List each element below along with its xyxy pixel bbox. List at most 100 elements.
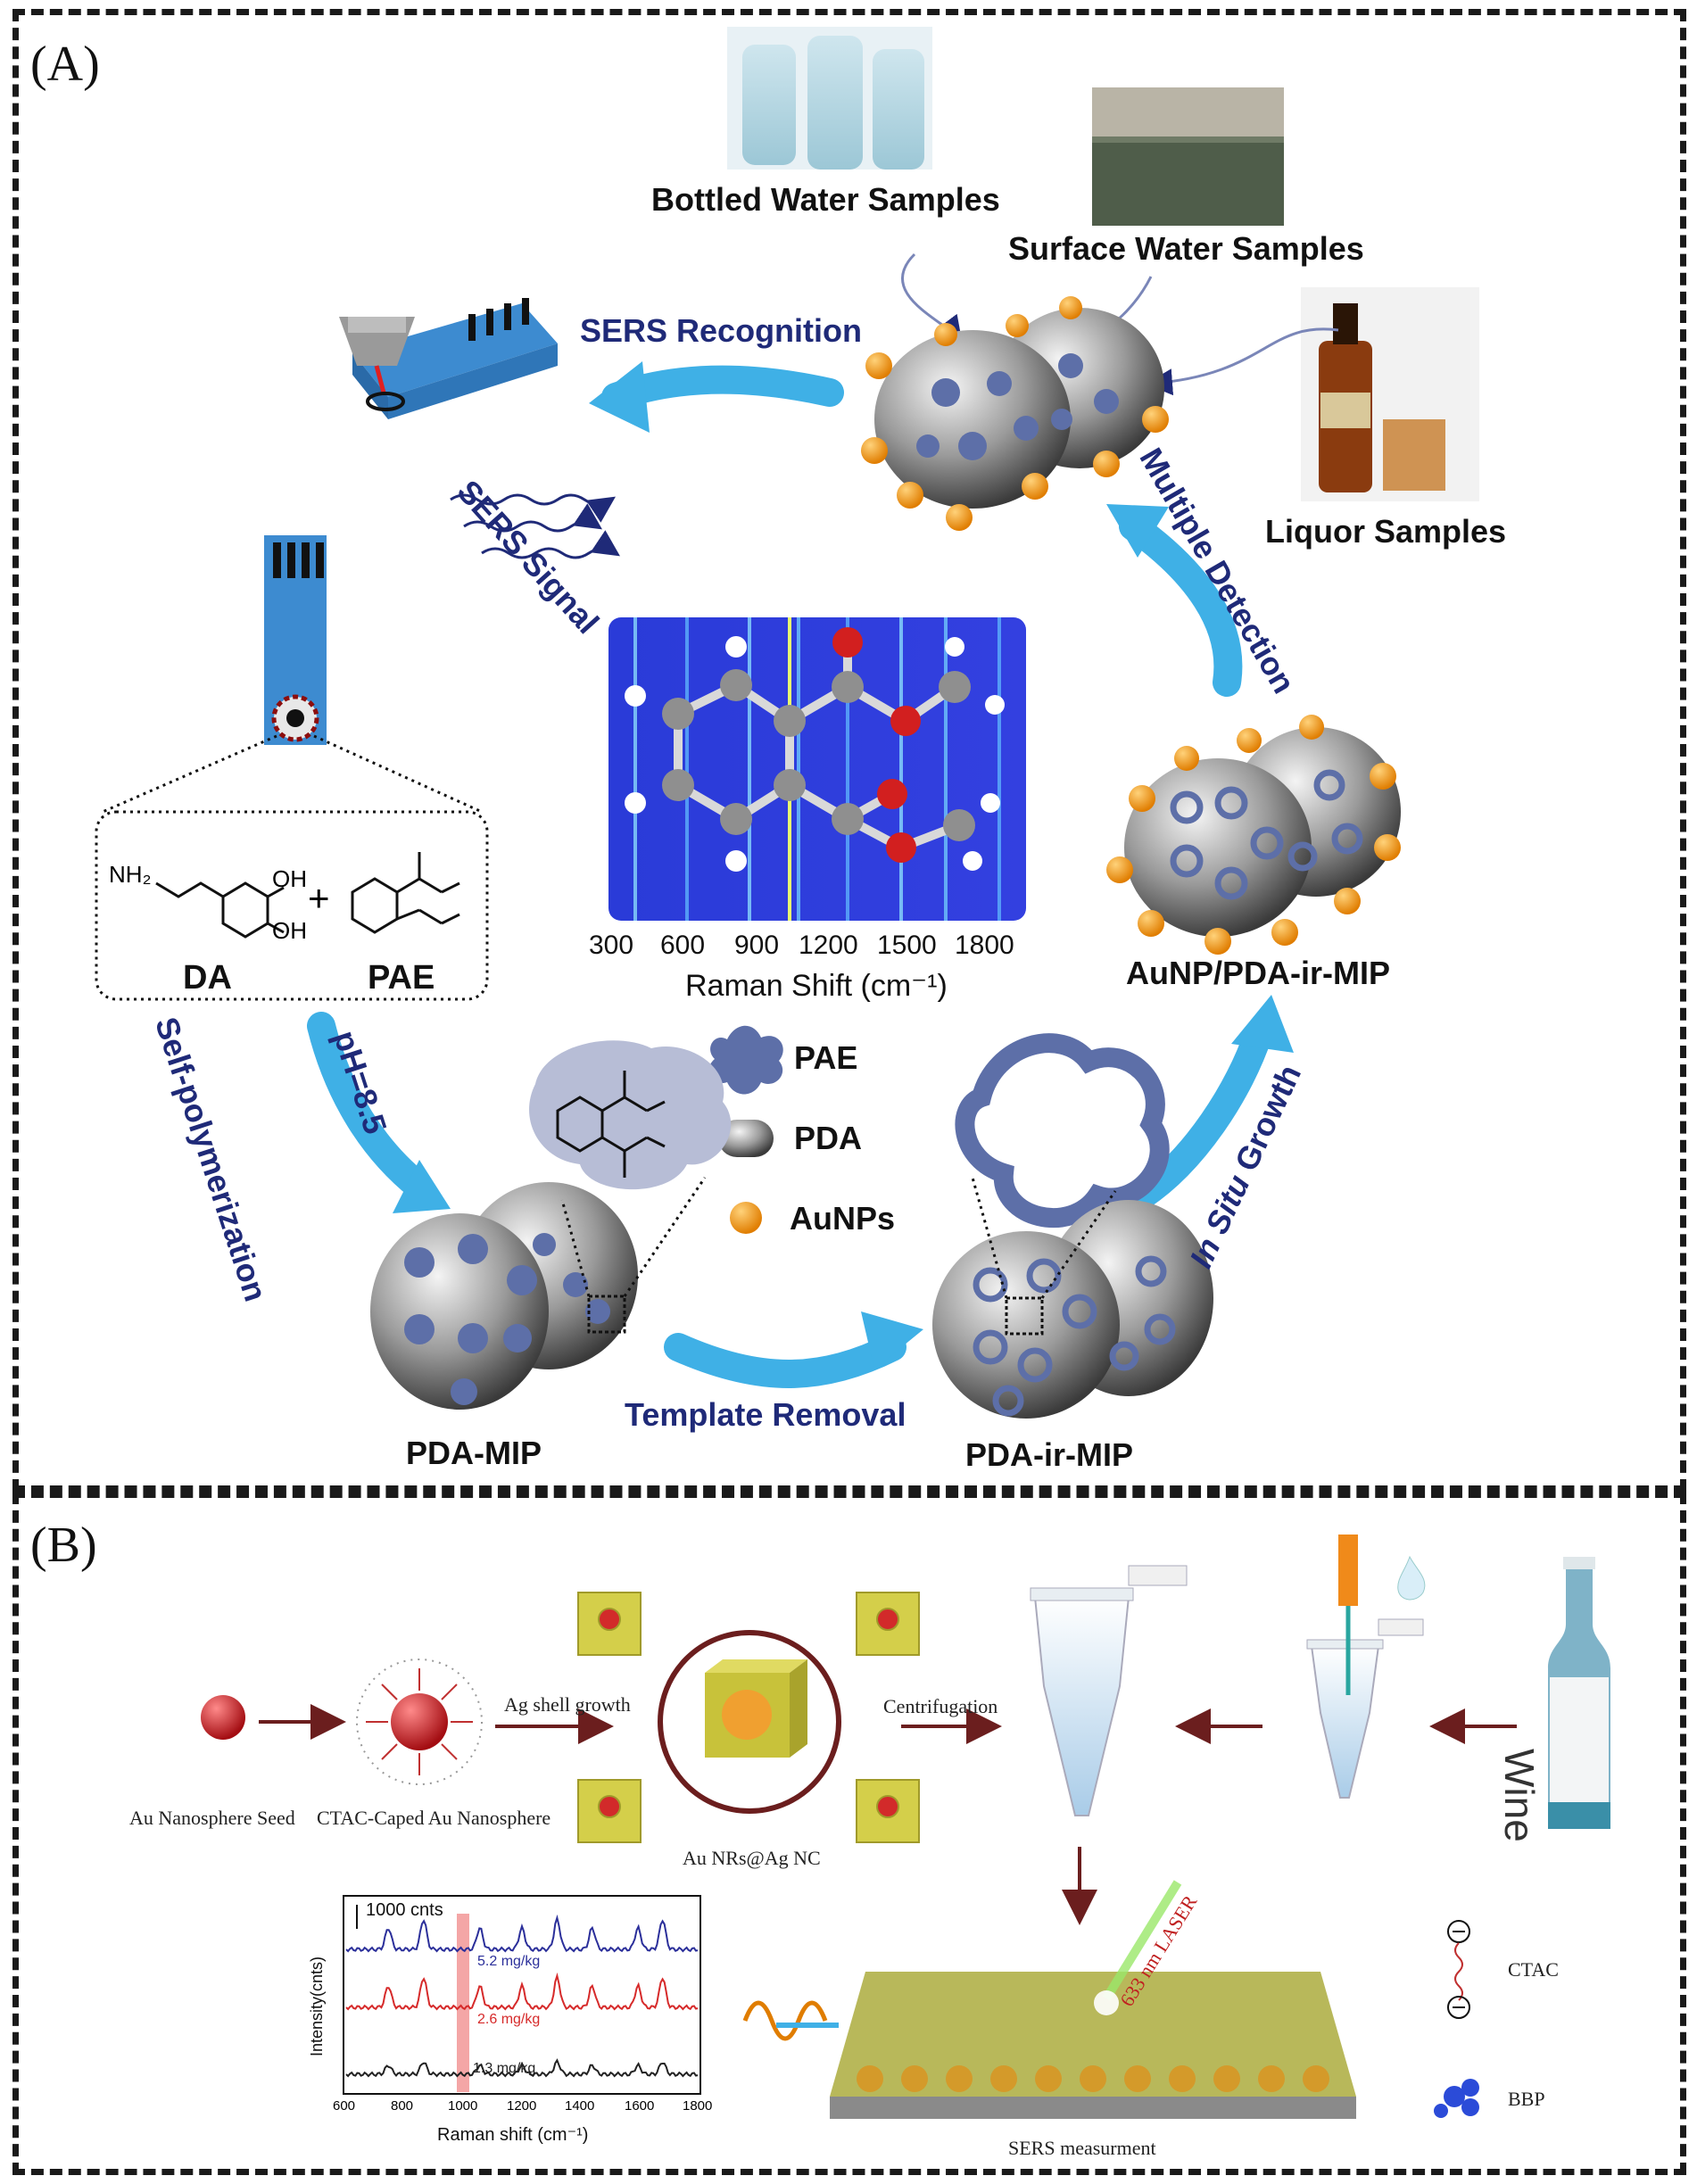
zoom-line-mip-2 (623, 1177, 707, 1297)
spectrum-trace-2 (345, 1972, 699, 2011)
aunp-pda-ir-mip-particle (1106, 715, 1401, 955)
raman-tick-600: 600 (660, 931, 706, 960)
series-label-1: 5.2 mg/kg (477, 1954, 541, 1969)
aunp-pda-ir-mip-label: AuNP/PDA-ir-MIP (1126, 955, 1390, 991)
arrow-in-situ-growth (1128, 1021, 1272, 1210)
raman-tick-1800: 1800 (955, 931, 1014, 960)
liquor-photo (1301, 287, 1479, 501)
oh-label-1: OH (272, 865, 307, 892)
cavity-icon (955, 1033, 1170, 1228)
sers-instrument (339, 298, 558, 419)
spectrum-trace-1 (345, 1914, 699, 1953)
panel-a-frame (12, 9, 1686, 1492)
sers-substrate (830, 1880, 1356, 2119)
plus-sign: + (308, 877, 330, 919)
arrow-multiple-detection (1119, 512, 1243, 697)
spectrum-lines (345, 1914, 699, 2078)
sample-arrow-3 (1146, 327, 1339, 396)
zoom-line-right (313, 734, 483, 814)
ctac-caped-label: CTAC-Caped Au Nanosphere (317, 1807, 551, 1829)
spectrum-tick-1000: 1000 (448, 2098, 478, 2114)
spectrum-tick-600: 600 (333, 2098, 356, 2114)
pae-bubble (529, 1040, 732, 1190)
arrow-template-removal (664, 1333, 906, 1388)
legend-pda-text: PDA (794, 1120, 863, 1156)
ctac-legend-text: CTAC (1508, 1958, 1559, 1981)
wine-bottle-icon (1548, 1557, 1610, 1829)
spectrum-tick-1200: 1200 (507, 2098, 537, 2114)
raman-tick-1500: 1500 (877, 931, 937, 960)
spectrum-ylabel: Intensity(cnts) (308, 1956, 326, 2056)
panel-b-letter: (B) (30, 1518, 97, 1573)
centrifuge-tube-1 (1030, 1565, 1188, 1816)
nc-center-icon (658, 1630, 841, 1814)
pae-bubble-structure (556, 1071, 666, 1178)
surface-water-label: Surface Water Samples (1008, 230, 1364, 267)
raman-axis-label: Raman Shift (cm⁻¹) (685, 969, 948, 1003)
spectrum-highlight-band (457, 1914, 469, 2092)
pda-ir-mip-label: PDA-ir-MIP (965, 1436, 1133, 1473)
panel-a-letter: (A) (30, 37, 100, 92)
liquor-label: Liquor Samples (1265, 513, 1507, 550)
pda-mip-particle (370, 1182, 638, 1410)
bottled-water-label: Bottled Water Samples (651, 181, 1000, 218)
da-label: DA (183, 959, 232, 997)
pae-label: PAE (368, 959, 435, 997)
au-seed-icon (201, 1695, 245, 1740)
template-removal-label: Template Removal (625, 1396, 906, 1433)
bottled-water-photo (727, 27, 932, 170)
bbp-legend-text: BBP (1508, 2088, 1545, 2110)
oh-label-2: OH (272, 917, 307, 944)
arrow-sers-recognition (601, 365, 844, 411)
centrifugation-label: Centrifugation (883, 1695, 998, 1717)
arrow-head-self-polymerization (393, 1160, 451, 1213)
seed-label: Au Nanosphere Seed (129, 1807, 295, 1829)
electrode-strip (264, 535, 327, 745)
arrow-head-multiple-detection (1106, 504, 1169, 558)
nc-cube-icons (577, 1592, 920, 1843)
pae-structure (351, 852, 460, 934)
panel-b-frame (12, 1492, 1686, 2175)
sers-recognition-label: SERS Recognition (580, 312, 863, 349)
series-label-2: 2.6 mg/kg (477, 2012, 541, 2027)
raman-heatmap-image (608, 617, 1026, 921)
zoom-line-ir-2 (1040, 1190, 1117, 1299)
spectrum-tick-1600: 1600 (625, 2098, 655, 2114)
zoom-line-mip-1 (560, 1199, 591, 1297)
series-label-3: 1.3 mg/kg (473, 2061, 536, 2076)
wine-label: Wine (1496, 1749, 1543, 1842)
arrow-self-polymerization (307, 1012, 434, 1201)
legend-aunps-text: AuNPs (790, 1200, 896, 1237)
ag-shell-label: Ag shell growth (504, 1693, 631, 1716)
legend-pae-text: PAE (794, 1039, 858, 1076)
sample-particle-cluster (861, 296, 1169, 531)
surface-water-photo (1092, 87, 1284, 226)
spectrum-tick-1800: 1800 (683, 2098, 713, 2114)
arrow-head-sers-recognition (589, 361, 650, 433)
pda-ir-mip-particle (932, 1200, 1213, 1419)
spectrum-tick-800: 800 (391, 2098, 414, 2114)
sers-signal-waves (450, 493, 620, 559)
nh2-label: NH₂ (109, 861, 152, 888)
arrow-head-template-removal (861, 1311, 923, 1369)
monomer-box (95, 810, 489, 1001)
scale-bar-label: 1000 cnts (366, 1900, 443, 1920)
bbp-legend-icon (1434, 2079, 1479, 2118)
raman-tick-900: 900 (734, 931, 780, 960)
pda-legend-icon (718, 1120, 774, 1157)
ctac-nanosphere-icon (356, 1659, 483, 1785)
raman-tick-1200: 1200 (799, 931, 858, 960)
ctac-legend-icon (1447, 1920, 1470, 2019)
spectrum-trace-3 (345, 2058, 699, 2078)
spectrum-xlabel: Raman shift (cm⁻¹) (437, 2125, 589, 2145)
nc-label: Au NRs@Ag NC (683, 1847, 821, 1869)
da-structure (155, 881, 285, 939)
pda-mip-label: PDA-MIP (406, 1435, 542, 1471)
raman-tick-300: 300 (589, 931, 634, 960)
zoom-line-left (102, 734, 277, 814)
aunp-legend-icon (730, 1202, 762, 1234)
pae-legend-icon (708, 1025, 783, 1095)
spectrum-tick-1400: 1400 (565, 2098, 595, 2114)
centrifuge-tube-2 (1306, 1535, 1426, 1799)
